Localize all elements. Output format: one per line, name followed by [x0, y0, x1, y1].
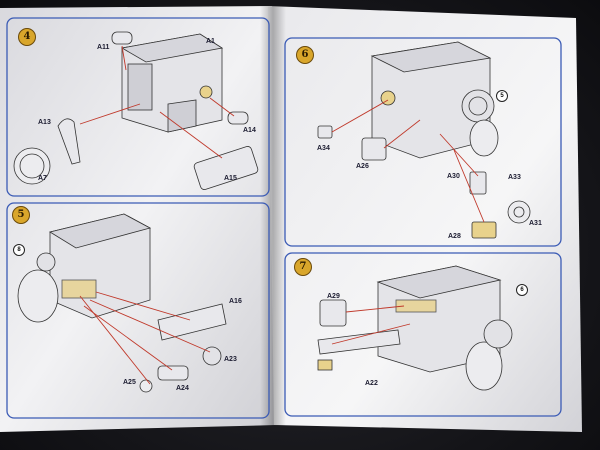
part-label-a33: A33: [508, 174, 521, 181]
part-label-a14: A14: [243, 127, 256, 134]
part-label-a34: A34: [317, 145, 330, 152]
step-7-badge: 7: [294, 258, 312, 276]
panel-7-parts: [317, 299, 401, 371]
panel-7-engine-drawing: [376, 265, 513, 391]
panel-5-engine-drawing: [17, 213, 152, 323]
panel-6-leader-lines: [331, 99, 485, 223]
panel-6-border: [284, 37, 562, 247]
panel-6-engine-drawing: [370, 41, 499, 159]
part-label-a15: A15: [224, 175, 237, 182]
step-6-badge: 6: [296, 46, 314, 64]
part-label-a25: A25: [123, 379, 136, 386]
panel-4-leader-lines: [79, 45, 235, 159]
step-4-badge: 4: [18, 28, 36, 46]
panel-7-border: [284, 252, 562, 417]
part-label-a7: A7: [38, 175, 47, 182]
ref-mark-6: 6: [516, 284, 528, 296]
part-label-a16: A16: [229, 298, 242, 305]
part-label-a28: A28: [448, 233, 461, 240]
part-label-a30: A30: [447, 173, 460, 180]
ref-mark-8: 8: [13, 244, 25, 256]
panel-4-parts: [13, 31, 259, 190]
ref-mark-5: 5: [496, 90, 508, 102]
part-label-a22: A22: [365, 380, 378, 387]
panel-4-engine-drawing: [120, 33, 224, 133]
panel-5-parts: [139, 303, 227, 393]
step-5-badge: 5: [12, 206, 30, 224]
part-label-a13: A13: [38, 119, 51, 126]
panel-5-leader-lines: [79, 291, 211, 385]
part-label-a29: A29: [327, 293, 340, 300]
part-label-a23: A23: [224, 356, 237, 363]
part-label-a1: A1: [206, 38, 215, 45]
panel-4-border: [6, 17, 270, 197]
panel-7-leader-lines: [331, 305, 411, 345]
part-label-a11: A11: [97, 44, 110, 51]
panel-6-parts: [317, 125, 531, 239]
center-fold-shadow: [260, 6, 286, 426]
part-label-a26: A26: [356, 163, 369, 170]
panel-5-border: [6, 202, 270, 419]
part-label-a31: A31: [529, 220, 542, 227]
part-label-a24: A24: [176, 385, 189, 392]
